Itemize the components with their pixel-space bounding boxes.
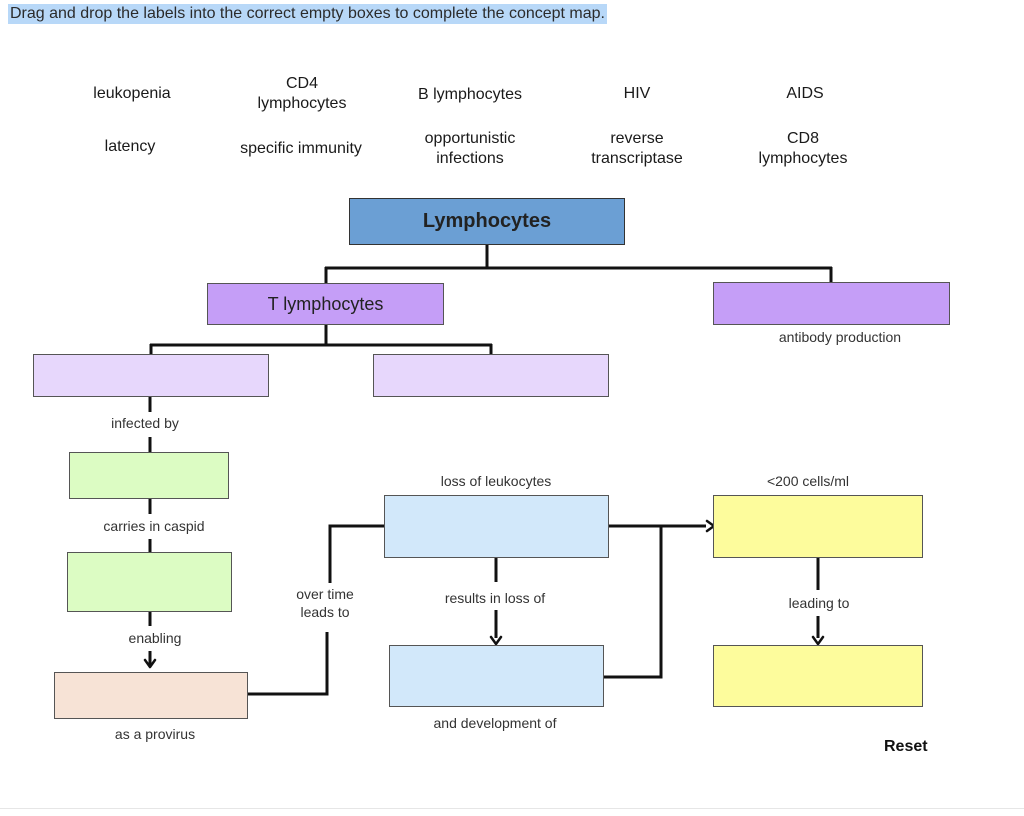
- label-specific-immunity[interactable]: specific immunity: [240, 140, 362, 157]
- root-node-label: Lymphocytes: [422, 210, 552, 232]
- label-cd8-lymphocytes[interactable]: CD8 lymphocytes: [758, 130, 848, 167]
- drop-box-development-of[interactable]: [389, 645, 604, 707]
- label-cd4-lymphocytes[interactable]: CD4 lymphocytes: [257, 75, 347, 112]
- connector-infected-by: infected by: [95, 414, 195, 432]
- label-hiv[interactable]: HIV: [623, 85, 651, 102]
- reset-button[interactable]: Reset: [884, 738, 928, 755]
- line-blue2-loop: [604, 526, 663, 679]
- drop-box-cells-threshold[interactable]: [713, 495, 923, 558]
- line-to-blue1: [328, 524, 385, 583]
- connector-carries-in-caspid: carries in caspid: [88, 517, 220, 535]
- label-opportunistic-infections[interactable]: opportunistic infections: [424, 130, 516, 167]
- arrow-to-yellow2: [811, 635, 825, 646]
- drop-box-infected-by-target[interactable]: [69, 452, 229, 499]
- drop-box-level1-right[interactable]: [713, 282, 950, 325]
- label-leukopenia[interactable]: leukopenia: [93, 85, 171, 102]
- instruction-text: Drag and drop the labels into the correc…: [8, 4, 607, 24]
- connector-over-time-leads-to: over time leads to: [285, 585, 365, 621]
- arrow-to-blue2: [489, 635, 503, 646]
- drop-box-provirus[interactable]: [54, 672, 248, 719]
- t-lymphocytes-label: T lymphocytes: [267, 293, 384, 314]
- connector-enabling: enabling: [115, 629, 195, 647]
- connector-cells-threshold: <200 cells/ml: [752, 472, 864, 490]
- drop-box-caspid-target[interactable]: [67, 552, 232, 612]
- label-aids[interactable]: AIDS: [786, 85, 824, 102]
- t-lymphocytes-box: T lymphocytes: [207, 283, 444, 325]
- connector-antibody-production: antibody production: [760, 328, 920, 346]
- connector-results-in-loss-of: results in loss of: [430, 589, 560, 607]
- line-peach-right: [248, 632, 329, 696]
- drop-box-level2-left[interactable]: [33, 354, 269, 397]
- label-latency[interactable]: latency: [104, 138, 156, 155]
- connector-as-a-provirus: as a provirus: [100, 725, 210, 743]
- bottom-divider: [0, 808, 1024, 809]
- drop-box-leading-to-target[interactable]: [713, 645, 923, 707]
- label-b-lymphocytes[interactable]: B lymphocytes: [417, 86, 523, 103]
- drop-box-level2-right[interactable]: [373, 354, 609, 397]
- root-node-box: Lymphocytes: [349, 198, 625, 245]
- connector-and-development-of: and development of: [420, 714, 570, 732]
- drop-box-loss-of-leukocytes[interactable]: [384, 495, 609, 558]
- connector-leading-to: leading to: [778, 594, 860, 612]
- arrow-to-peach: [143, 658, 157, 669]
- label-reverse-transcriptase[interactable]: reverse transcriptase: [591, 130, 683, 167]
- connector-loss-of-leukocytes: loss of leukocytes: [426, 472, 566, 490]
